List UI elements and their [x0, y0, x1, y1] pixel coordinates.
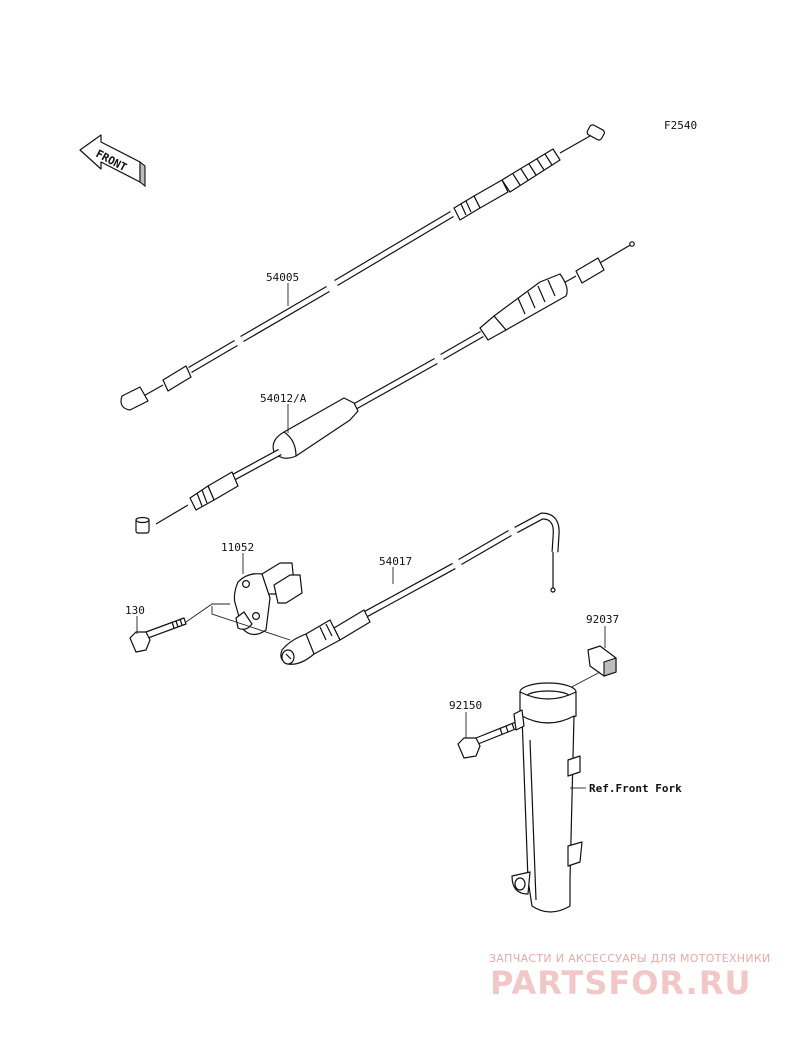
clip-92037	[587, 645, 617, 677]
part-54012a-label: 54012/A	[260, 392, 307, 405]
watermark-tagline: ЗАПЧАСТИ И АКСЕССУАРЫ ДЛЯ МОТОТЕХНИКИ	[489, 952, 771, 965]
cable-54012a	[135, 241, 635, 534]
cable-54017	[280, 512, 560, 665]
bolt-92150	[457, 721, 519, 759]
bolt-130	[129, 617, 187, 653]
part-92150-label: 92150	[449, 699, 482, 712]
diagram-code: F2540	[664, 119, 697, 132]
part-54005-label: 54005	[266, 271, 299, 284]
watermark-brand: PARTSFOR.RU	[490, 964, 751, 1002]
clutch-cable-54005	[120, 124, 605, 411]
part-130-label: 130	[125, 604, 145, 617]
front-arrow-icon: FRONT	[79, 134, 146, 188]
front-fork	[511, 682, 583, 913]
bracket-11052	[233, 562, 303, 636]
part-11052-label: 11052	[221, 541, 254, 554]
ref-front-fork-label: Ref.Front Fork	[589, 782, 682, 795]
part-92037-label: 92037	[586, 613, 619, 626]
part-54017-label: 54017	[379, 555, 412, 568]
